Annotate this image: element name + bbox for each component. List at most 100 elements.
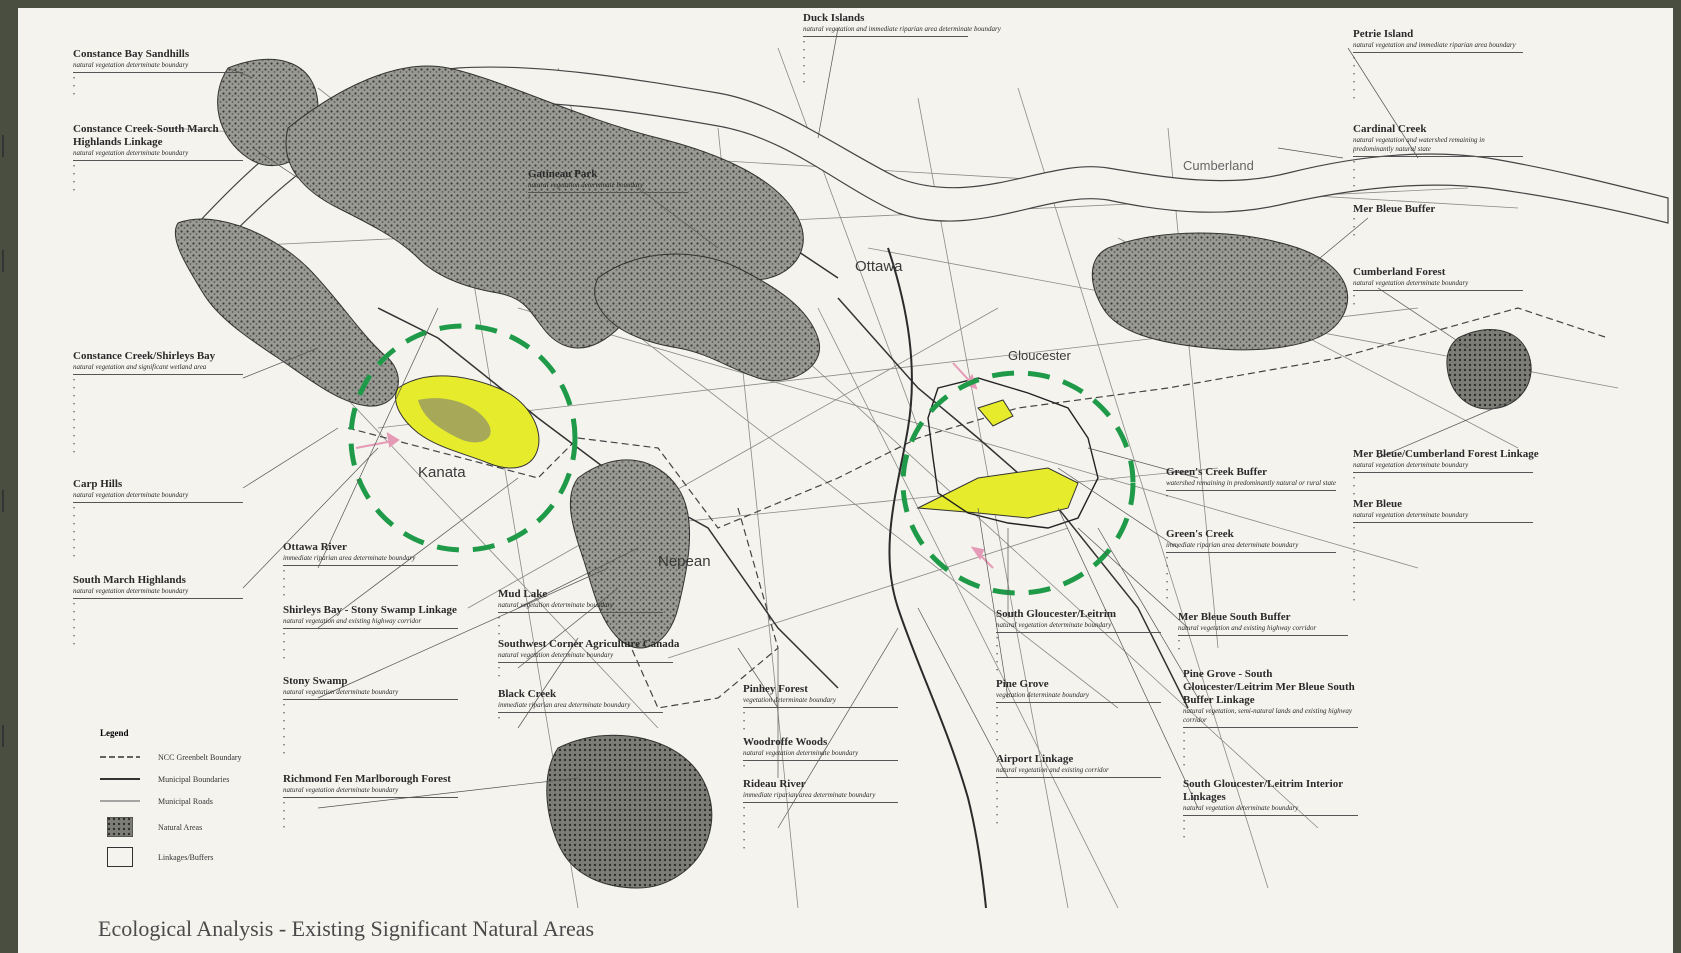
area-subtitle: natural vegetation determinate boundary <box>283 688 458 700</box>
area-subtitle: natural vegetation determinate boundary <box>498 601 663 613</box>
legend: Legend NCC Greenbelt Boundary Municipal … <box>100 728 300 872</box>
label-black-creek: Black Creek immediate riparian area dete… <box>498 688 663 723</box>
area-subtitle: natural vegetation determinate boundary <box>283 786 458 798</box>
legend-item-municipal-boundaries: Municipal Boundaries <box>100 768 300 790</box>
gloucester-highlight-area <box>977 399 1014 427</box>
area-subtitle: natural vegetation determinate boundary <box>996 621 1161 633</box>
legend-label: Municipal Roads <box>158 796 213 806</box>
area-subtitle: natural vegetation determinate boundary <box>1183 804 1358 816</box>
area-title: Rideau River <box>743 778 806 790</box>
area-title: Mer Bleue South Buffer <box>1178 611 1291 623</box>
area-subtitle: natural vegetation determinate boundary <box>1353 511 1533 523</box>
area-subtitle: natural vegetation and immediate riparia… <box>1353 41 1523 53</box>
leitrim-highlight-area <box>916 467 1079 519</box>
label-carp-hills: Carp Hills natural vegetation determinat… <box>73 478 243 561</box>
legend-title: Legend <box>100 728 129 738</box>
label-pinhey-forest: Pinhey Forest vegetation determinate bou… <box>743 683 898 734</box>
area-title: Petrie Island <box>1353 28 1414 40</box>
area-subtitle: natural vegetation and watershed remaini… <box>1353 136 1523 157</box>
area-subtitle: natural vegetation, semi-natural lands a… <box>1183 707 1358 728</box>
legend-item-linkages-buffers: Linkages/Buffers <box>100 842 300 872</box>
greenbelt-west-natural-area <box>594 253 821 382</box>
label-pine-grove-south-gloucester-linkage: Pine Grove - South Gloucester/Leitrim Me… <box>1183 668 1358 770</box>
area-title: Duck Islands <box>803 12 865 24</box>
area-title: South Gloucester/Leitrim Interior Linkag… <box>1183 778 1343 803</box>
margin-tick <box>2 135 4 157</box>
area-title: Green's Creek Buffer <box>1166 466 1268 478</box>
area-title: South March Highlands <box>73 574 186 586</box>
place-ottawa: Ottawa <box>855 258 903 275</box>
area-subtitle: natural vegetation determinate boundary <box>73 491 243 503</box>
label-richmond-fen: Richmond Fen Marlborough Forest natural … <box>283 773 458 832</box>
dash-line-icon <box>100 748 140 766</box>
map-sheet: Ottawa Kanata Nepean Gloucester Cumberla… <box>18 8 1673 953</box>
area-subtitle: natural vegetation determinate boundary <box>1353 461 1533 473</box>
label-cardinal-creek: Cardinal Creek natural vegetation and wa… <box>1353 123 1523 191</box>
legend-item-greenbelt: NCC Greenbelt Boundary <box>100 746 300 768</box>
label-south-gloucester-leitrim-interior: South Gloucester/Leitrim Interior Linkag… <box>1183 778 1358 842</box>
area-subtitle: natural vegetation determinate boundary <box>1353 279 1523 291</box>
kanata-highlight-detail <box>418 398 491 443</box>
label-mer-bleue-south-buffer: Mer Bleue South Buffer natural vegetatio… <box>1178 611 1348 654</box>
label-south-gloucester-leitrim: South Gloucester/Leitrim natural vegetat… <box>996 608 1161 675</box>
area-subtitle: natural vegetation determinate boundary <box>743 749 898 761</box>
margin-tick <box>2 725 4 747</box>
area-title: Gatineau Park <box>528 168 598 180</box>
label-constance-bay-sandhills: Constance Bay Sandhills natural vegetati… <box>73 48 243 99</box>
ottawa-river-band <box>197 66 1669 249</box>
label-gatineau-park: Gatineau Park natural vegetation determi… <box>528 168 688 219</box>
area-title: Ottawa River <box>283 541 347 553</box>
empty-box-icon <box>100 847 140 867</box>
area-title: Mer Bleue/Cumberland Forest Linkage <box>1353 448 1539 460</box>
label-pine-grove: Pine Grove vegetation determinate bounda… <box>996 678 1161 745</box>
label-petrie-island: Petrie Island natural vegetation and imm… <box>1353 28 1523 103</box>
area-subtitle: natural vegetation and immediate riparia… <box>803 25 1001 37</box>
area-title: Constance Creek/Shirleys Bay <box>73 350 216 362</box>
area-title: Cumberland Forest <box>1353 266 1446 278</box>
area-subtitle: vegetation determinate boundary <box>996 691 1161 703</box>
area-subtitle: immediate riparian area determinate boun… <box>1166 541 1336 553</box>
area-subtitle: natural vegetation determinate boundary <box>528 181 688 193</box>
label-greens-creek: Green's Creek immediate riparian area de… <box>1166 528 1336 603</box>
place-nepean: Nepean <box>658 553 711 570</box>
area-title: Pinhey Forest <box>743 683 808 695</box>
area-title: Green's Creek <box>1166 528 1234 540</box>
area-subtitle: natural vegetation and existing highway … <box>1178 624 1348 636</box>
area-title: Black Creek <box>498 688 557 700</box>
legend-label: Linkages/Buffers <box>158 852 214 862</box>
area-title: Mer Bleue Buffer <box>1353 203 1436 215</box>
label-southwest-corner-agriculture: Southwest Corner Agriculture Canada natu… <box>498 638 680 681</box>
legend-label: Natural Areas <box>158 822 203 832</box>
legend-label: NCC Greenbelt Boundary <box>158 752 242 762</box>
area-subtitle: watershed remaining in predominantly nat… <box>1166 479 1336 491</box>
area-title: Cardinal Creek <box>1353 123 1427 135</box>
map-title: Ecological Analysis - Existing Significa… <box>98 916 595 941</box>
area-subtitle: natural vegetation and significant wetla… <box>73 363 243 375</box>
area-title: South Gloucester/Leitrim <box>996 608 1117 620</box>
area-title: Pine Grove - South Gloucester/Leitrim Me… <box>1183 668 1355 706</box>
area-subtitle: immediate riparian area determinate boun… <box>283 554 458 566</box>
area-subtitle: vegetation determinate boundary <box>743 696 898 708</box>
label-mer-bleue-cumberland-linkage: Mer Bleue/Cumberland Forest Linkage natu… <box>1353 448 1539 499</box>
label-woodroffe-woods: Woodroffe Woods natural vegetation deter… <box>743 736 898 771</box>
area-title: Shirleys Bay - Stony Swamp Linkage <box>283 604 457 616</box>
area-title: Southwest Corner Agriculture Canada <box>498 638 680 650</box>
label-constance-creek-shirleys-bay: Constance Creek/Shirleys Bay natural veg… <box>73 350 243 457</box>
area-title: Mer Bleue <box>1353 498 1402 510</box>
area-title: Constance Bay Sandhills <box>73 48 190 60</box>
label-airport-linkage: Airport Linkage natural vegetation and e… <box>996 753 1161 828</box>
margin-tick <box>2 490 4 512</box>
label-rideau-river: Rideau River immediate riparian area det… <box>743 778 898 853</box>
area-title: Richmond Fen Marlborough Forest <box>283 773 451 785</box>
label-ottawa-river: Ottawa River immediate riparian area det… <box>283 541 458 600</box>
legend-item-natural-areas: Natural Areas <box>100 812 300 842</box>
solid-line-icon <box>100 770 140 788</box>
area-title: Airport Linkage <box>996 753 1074 765</box>
area-title: Woodroffe Woods <box>743 736 828 748</box>
label-south-march-highlands: South March Highlands natural vegetation… <box>73 574 243 649</box>
area-subtitle: natural vegetation and existing highway … <box>283 617 458 629</box>
place-cumberland: Cumberland <box>1183 158 1254 173</box>
richmond-fen-natural-area <box>546 734 713 889</box>
area-title: Carp Hills <box>73 478 123 490</box>
legend-label: Municipal Boundaries <box>158 774 230 784</box>
